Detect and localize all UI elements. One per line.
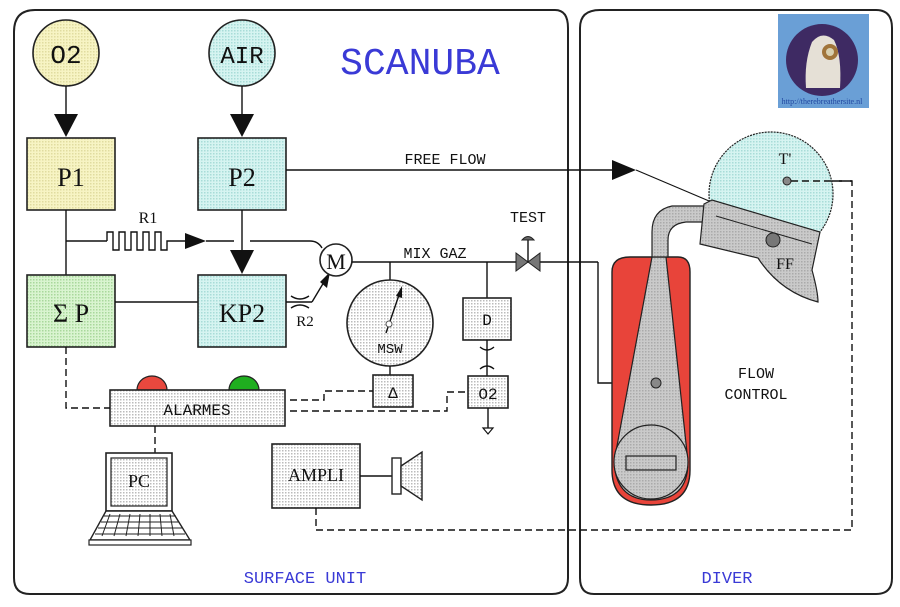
sum-p-label: Σ P bbox=[53, 299, 89, 328]
kp2-block bbox=[197, 274, 287, 348]
o2-arrow-icon bbox=[54, 114, 78, 137]
green-alarm-light bbox=[228, 375, 260, 391]
air-source-label: AIR bbox=[220, 44, 263, 71]
mix-gaz-label: MIX GAZ bbox=[403, 246, 466, 263]
diagram-title: SCANUBA bbox=[340, 43, 500, 86]
r2-label: R2 bbox=[296, 314, 314, 330]
breathing-hose bbox=[651, 205, 705, 258]
r2-restriction-icon bbox=[290, 295, 310, 309]
o2-sensor-block bbox=[467, 375, 509, 409]
kp2-arrow-icon bbox=[230, 250, 254, 274]
diver-label: DIVER bbox=[701, 570, 752, 589]
helmet-sensor-label: T' bbox=[779, 151, 792, 168]
ff-label: FF bbox=[776, 256, 794, 273]
free-flow-label: FREE FLOW bbox=[404, 152, 485, 169]
p2-label: P2 bbox=[228, 163, 255, 192]
surface-unit-panel bbox=[13, 9, 569, 595]
o2-source-label: O2 bbox=[50, 41, 81, 71]
r1-resistor bbox=[106, 231, 185, 251]
free-flow-arrow-icon bbox=[612, 160, 636, 180]
kp2-label: KP2 bbox=[219, 299, 265, 328]
sum-p-block bbox=[26, 274, 116, 348]
alarms-block bbox=[109, 389, 286, 427]
d-block bbox=[462, 297, 512, 341]
delta-label: Δ bbox=[388, 385, 398, 403]
air-arrow-icon bbox=[230, 114, 254, 137]
vent-icon bbox=[481, 427, 495, 435]
ampli-label: AMPLI bbox=[288, 465, 344, 485]
p1-label: P1 bbox=[57, 163, 84, 192]
flow-control-label-line2: CONTROL bbox=[724, 387, 787, 404]
red-alarm-light bbox=[136, 375, 168, 391]
speaker-icon bbox=[391, 450, 423, 502]
msw-label: MSW bbox=[377, 342, 403, 358]
delta-block bbox=[372, 374, 414, 408]
diver-helmet bbox=[699, 131, 834, 303]
flow-control-valve bbox=[650, 377, 662, 389]
pc-laptop-icon bbox=[88, 452, 192, 546]
test-label: TEST bbox=[510, 210, 546, 227]
r1-label: R1 bbox=[139, 210, 158, 227]
counterlung bbox=[611, 256, 691, 506]
mixer-label: M bbox=[326, 249, 346, 274]
watermark-text: http://therebreathersite.nl bbox=[782, 97, 863, 106]
diver-panel bbox=[579, 9, 893, 595]
r2-arrow-icon bbox=[320, 272, 330, 288]
watermark-logo: http://therebreathersite.nl bbox=[778, 14, 869, 108]
d-label: D bbox=[482, 312, 492, 330]
ff-valve bbox=[765, 232, 781, 248]
ampli-block bbox=[271, 443, 361, 509]
helmet-sensor bbox=[782, 176, 792, 186]
surface-unit-label: SURFACE UNIT bbox=[244, 570, 366, 589]
flow-control-label-line1: FLOW bbox=[738, 366, 774, 383]
orifice-icon bbox=[479, 346, 495, 370]
alarms-label: ALARMES bbox=[163, 402, 230, 420]
p1-block bbox=[26, 137, 116, 211]
pc-label: PC bbox=[128, 471, 150, 491]
mixer-node bbox=[319, 243, 353, 277]
test-valve-icon[interactable] bbox=[515, 252, 541, 272]
r1-arrow-icon bbox=[185, 233, 206, 249]
o2-sensor-label: O2 bbox=[478, 386, 497, 404]
